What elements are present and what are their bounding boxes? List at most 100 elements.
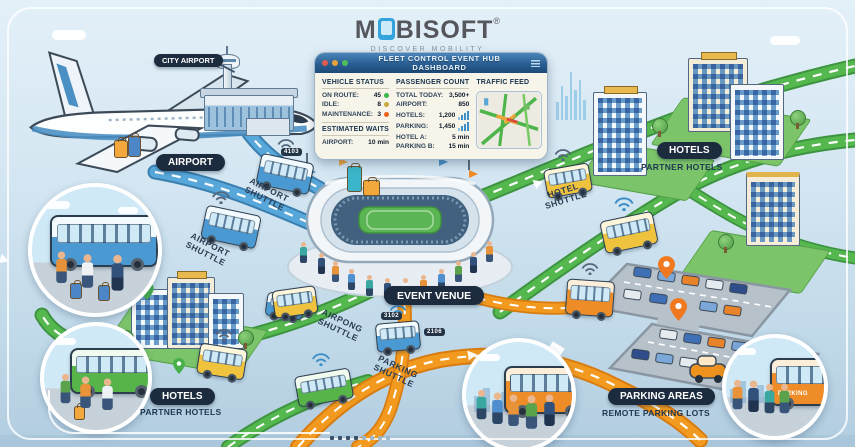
person-figure: [486, 241, 493, 262]
dashboard-body: VEHICLE STATUS ON ROUTE: 45 IDLE: 8 MAIN…: [315, 73, 547, 159]
brand-tagline: DISCOVER MOBILITY: [370, 46, 485, 53]
bus-number-tag: 4103: [281, 148, 302, 156]
inset-blue-bus: [50, 215, 158, 271]
remote-parking-lots-sublabel: REMOTE PARKING LOTS: [602, 408, 711, 418]
brand-name-left: M: [354, 16, 377, 44]
tree: [790, 110, 806, 129]
person-figure: [455, 261, 462, 282]
hotel-building: [746, 172, 800, 246]
window-dot-orange: [332, 60, 338, 66]
person-figure: [348, 269, 355, 290]
person-figure: [332, 261, 339, 282]
bar-chart-icon: [458, 122, 470, 132]
location-pin-orange: [658, 256, 675, 279]
parking-bus-sign: PARKING: [777, 390, 808, 397]
suitcase: [128, 133, 141, 157]
person-figure: [544, 394, 555, 426]
status-dot-green: [384, 93, 390, 98]
suitcase: [98, 282, 110, 301]
passenger-row-airport: AIRPORT: 850: [396, 101, 470, 109]
hotel-shuttle-bus: [195, 342, 249, 384]
decorative-dots: [330, 436, 390, 440]
person-figure: [779, 383, 790, 414]
phone-icon: [377, 18, 395, 40]
person-figure: [470, 252, 477, 273]
estimated-waits-heading: ESTIMATED WAITS: [322, 126, 390, 136]
hotel-building: [131, 289, 173, 349]
person-figure: [438, 269, 445, 290]
status-row-idle: IDLE: 8: [322, 101, 390, 108]
bar-chart-icon: [458, 110, 470, 120]
partner-hotels-sublabel-top-right: PARTNER HOTELS: [641, 162, 723, 172]
traffic-feed-column: TRAFFIC FEED: [476, 79, 543, 152]
wifi-icon: [312, 353, 330, 366]
person-figure: [318, 253, 325, 274]
hotel-building: [593, 86, 647, 176]
wifi-icon: [581, 263, 599, 275]
traffic-feed-heading: TRAFFIC FEED: [476, 79, 530, 86]
hotel-shuttle-bus: [271, 285, 319, 323]
person-figure: [102, 378, 113, 410]
parking-area-bus: [564, 278, 616, 322]
vehicle-status-column: VEHICLE STATUS ON ROUTE: 45 IDLE: 8 MAIN…: [322, 79, 390, 152]
passenger-row-parking-b: PARKING B: 15 min: [396, 142, 470, 150]
person-figure: [56, 251, 67, 283]
registered-mark: ®: [493, 16, 501, 26]
parking-shuttle-bus: [374, 320, 422, 357]
hotels-label-top-right: HOTELS: [657, 142, 722, 159]
decorative-frame-arc: [48, 390, 330, 434]
cloud: [770, 36, 800, 45]
traffic-map-thumbnail: [476, 91, 543, 149]
passenger-count-column: PASSENGER COUNT TOTAL TODAY: 3,500+ AIRP…: [396, 79, 470, 152]
window-dot-red: [322, 60, 328, 66]
divider: [322, 121, 390, 123]
wifi-icon: [554, 149, 572, 161]
suitcase: [363, 177, 380, 196]
window-dot-green: [342, 60, 348, 66]
brand-name-right: BISOFT: [395, 16, 494, 44]
status-dot-orange: [384, 111, 390, 117]
inset-airport-passengers: [28, 183, 162, 317]
status-dot-yellow: [384, 102, 390, 108]
city-airport-tag: CITY AIRPORT: [154, 54, 223, 67]
fleet-dashboard-panel: FLEET CONTROL EVENT HUB DASHBOARD VEHICL…: [314, 52, 548, 161]
location-pin-orange: [670, 298, 687, 321]
person-figure: [732, 379, 743, 410]
person-figure: [81, 254, 94, 288]
event-venue-label: EVENT VENUE: [384, 286, 485, 305]
tree: [652, 118, 668, 137]
inset-parking-crowd: [462, 338, 576, 447]
person-figure: [111, 254, 124, 291]
passenger-row-hotels: HOTELS: 1,200: [396, 110, 470, 120]
tree: [238, 330, 254, 349]
suitcase: [347, 163, 362, 192]
menu-icon: [531, 59, 540, 67]
hotel-building: [167, 271, 215, 349]
person-figure: [508, 394, 519, 426]
status-row-maintenance: MAINTENANCE: 3: [322, 111, 390, 118]
airport-label: AIRPORT: [156, 154, 225, 171]
location-pin-green: [173, 358, 185, 374]
tree: [718, 234, 734, 253]
equalizer-decoration: [556, 64, 586, 120]
bus-number-tag: 2106: [424, 328, 445, 336]
control-tower-antenna: [226, 46, 228, 55]
person-figure: [300, 242, 307, 263]
passenger-row-total: TOTAL TODAY: 3,500+: [396, 92, 470, 99]
partner-hotels-sublabel-bottom-left: PARTNER HOTELS: [140, 407, 222, 417]
wifi-icon: [212, 191, 230, 204]
parking-areas-label: PARKING AREAS: [608, 388, 715, 405]
dashboard-header: FLEET CONTROL EVENT HUB DASHBOARD: [315, 53, 547, 73]
person-figure: [476, 389, 487, 420]
bus-number-tag: 3102: [381, 312, 402, 320]
person-figure: [525, 395, 538, 429]
person-figure: [366, 275, 373, 296]
person-figure: [764, 383, 775, 414]
person-figure: [492, 392, 503, 424]
hotel-building: [208, 293, 244, 349]
wifi-icon: [215, 329, 233, 341]
wifi-icon: [614, 197, 634, 211]
suitcase: [114, 137, 128, 158]
stadium-illustration: [287, 175, 513, 298]
